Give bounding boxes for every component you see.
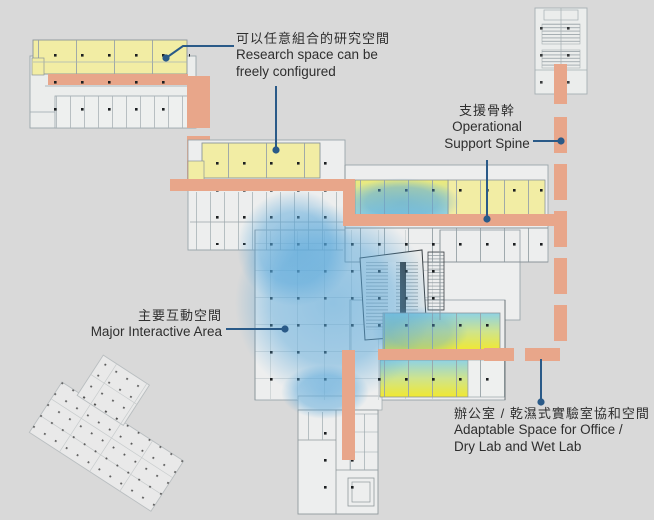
annotation-spine-en-2: Support Spine bbox=[444, 135, 530, 151]
annotation-office-zh: 辦公室 / 乾濕式實驗室協和空間 bbox=[454, 406, 650, 421]
leader-dot-research-left bbox=[162, 54, 170, 62]
spine-connector-bottom bbox=[342, 350, 355, 460]
leader-lines bbox=[165, 45, 559, 400]
annotation-research-en-2: freely configured bbox=[236, 63, 336, 79]
leader-dot-spine-band bbox=[483, 215, 491, 223]
spine-band-bottom-rows bbox=[378, 349, 500, 360]
leader-dot-research-main bbox=[272, 146, 280, 154]
spine-band-left-wing bbox=[170, 179, 345, 191]
annotation-research: 可以任意組合的研究空間 Research space can be freely… bbox=[236, 30, 390, 80]
annotation-office-en-1: Adaptable Space for Office / bbox=[454, 422, 623, 437]
leader-research-left bbox=[165, 45, 234, 59]
annotation-interactive-zh: 主要互動空間 bbox=[137, 308, 222, 323]
annotation-interactive: 主要互動空間 Major Interactive Area bbox=[56, 307, 222, 341]
spine-segment-top-right bbox=[554, 64, 567, 104]
annotation-interactive-en: Major Interactive Area bbox=[90, 324, 222, 339]
building-top-right-plan bbox=[534, 7, 588, 104]
building-lower-left-plan bbox=[28, 354, 185, 512]
annotation-office-en-2: Dry Lab and Wet Lab bbox=[454, 438, 582, 454]
leader-dot-office bbox=[537, 398, 545, 406]
leader-dots bbox=[162, 54, 565, 406]
annotation-spine-zh: 支援骨幹 bbox=[458, 103, 515, 118]
annotation-research-en-1: Research space can be bbox=[236, 47, 378, 62]
annotation-spine: 支援骨幹 Operational Support Spine bbox=[430, 102, 544, 152]
operational-spine-path bbox=[170, 117, 567, 460]
spine-band-right-wing bbox=[343, 214, 560, 226]
building-bottom-center-plan bbox=[297, 409, 379, 515]
annotation-spine-en-1: Operational bbox=[452, 119, 522, 134]
annotation-office: 辦公室 / 乾濕式實驗室協和空間 Adaptable Space for Off… bbox=[454, 405, 650, 455]
annotation-research-zh: 可以任意組合的研究空間 bbox=[236, 31, 391, 46]
building-top-left-plan bbox=[29, 39, 197, 129]
leader-dot-spine-path bbox=[557, 137, 565, 145]
leader-dot-interactive bbox=[281, 325, 289, 333]
